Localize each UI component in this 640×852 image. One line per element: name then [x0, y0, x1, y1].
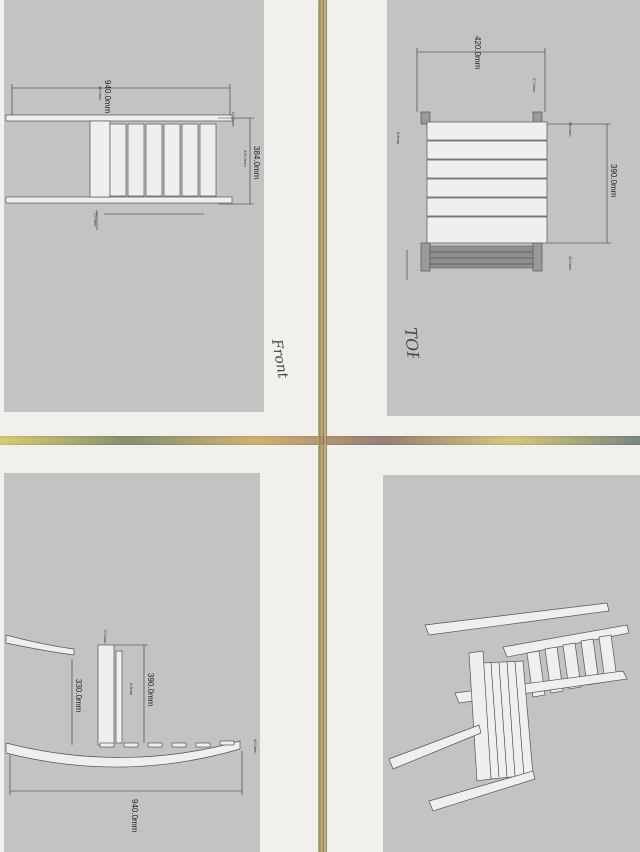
side-backrest: [115, 650, 123, 744]
persp-lower-rail-right: [428, 770, 536, 812]
seat-slat-6: [426, 216, 548, 244]
leg-bottom-right: [532, 242, 543, 272]
drawing-panel-front: 940.0mm 18.0mm 27.0mm 384.0mm 330.0mm 70…: [4, 0, 264, 412]
dim-label-420: 420.0mm: [473, 36, 482, 70]
rail-top: [5, 114, 233, 122]
top-curved-rail: [5, 634, 75, 656]
sheet-top-view: 420.0mm 27.0mm 68.0mm 6.8mm 390.0mm 40.0…: [327, 0, 640, 436]
dim-label-330: 330.0mm: [74, 679, 83, 713]
dim-label-70: 70.0mm: [93, 212, 98, 227]
slat-3: [145, 123, 163, 197]
persp-seat-line-2: [498, 662, 508, 778]
dim-label-40: 40.0mm: [253, 739, 258, 754]
slot-3: [147, 742, 163, 748]
leg-top-left: [420, 111, 431, 125]
front-view-drawing: 940.0mm 18.0mm 27.0mm 384.0mm 330.0mm 70…: [5, 80, 261, 230]
rail-bottom: [5, 196, 233, 204]
slat-4: [163, 123, 181, 197]
sheet-perspective-view: [327, 445, 640, 852]
persp-seat-line-4: [514, 661, 525, 777]
handwritten-front-text: Front: [268, 337, 291, 380]
dim-label-small-a: 18.0mm: [98, 86, 103, 101]
side-view-drawing: 330.0mm 390.0mm 70.0mm 6.8mm 40.0mm 940.…: [5, 629, 258, 833]
slot-1: [99, 742, 115, 748]
paint-seam-vertical: [318, 0, 327, 852]
sheet-front-view: 940.0mm 18.0mm 27.0mm 384.0mm 330.0mm 70…: [0, 0, 318, 436]
dim-label-68: 68.0mm: [568, 122, 573, 137]
dim-label-70: 70.0mm: [103, 629, 108, 644]
top-view-drawing: 420.0mm 27.0mm 68.0mm 6.8mm 390.0mm 40.0…: [396, 36, 618, 280]
seat-slat-1: [426, 121, 548, 141]
dim-label-940: 940.0mm: [103, 80, 112, 114]
persp-seat-line-3: [506, 661, 516, 777]
sheet-side-view: 330.0mm 390.0mm 70.0mm 6.8mm 40.0mm 940.…: [0, 445, 318, 852]
dim-label-6-8: 6.8mm: [396, 132, 401, 145]
bottom-curved-rail: [5, 740, 241, 768]
dim-label-390: 390.0mm: [609, 164, 618, 198]
persp-top-rail: [424, 602, 610, 636]
side-post: [97, 644, 115, 746]
front-post: [89, 120, 111, 198]
drawing-panel-perspective: [383, 475, 640, 852]
handwritten-top-note: TOP: [401, 327, 423, 358]
leg-bottom-left: [420, 242, 431, 272]
seat-slat-2: [426, 140, 548, 160]
persp-back-rail-top: [502, 624, 630, 658]
backrest-slats: [429, 245, 534, 269]
slot-2: [123, 742, 139, 748]
dim-label-384: 384.0mm: [252, 146, 261, 180]
seat-slat-5: [426, 197, 548, 217]
seat-slat-3: [426, 159, 548, 179]
slot-6: [219, 740, 235, 746]
seat-slat-4: [426, 178, 548, 198]
dim-label-6-8: 6.8mm: [129, 683, 134, 696]
dim-label-390: 390.0mm: [146, 673, 155, 707]
handwritten-top-text: TOP: [401, 327, 423, 358]
slat-2: [127, 123, 145, 197]
slat-6: [199, 123, 217, 197]
dim-label-940: 940.0mm: [130, 799, 139, 833]
slot-5: [195, 742, 211, 748]
dim-label-27: 27.0mm: [532, 78, 537, 93]
drawing-panel-side: 330.0mm 390.0mm 70.0mm 6.8mm 40.0mm 940.…: [4, 473, 260, 852]
handwritten-front-note: Front: [268, 337, 291, 380]
persp-seat-line-1: [490, 662, 500, 778]
persp-front-post: [468, 650, 492, 782]
slat-5: [181, 123, 199, 197]
slat-1: [109, 123, 127, 197]
persp-lower-rail-left: [388, 724, 482, 770]
dim-label-40: 40.0mm: [568, 256, 573, 271]
slot-4: [171, 742, 187, 748]
dim-label-small-b: 27.0mm: [231, 112, 236, 127]
perspective-drawing: [388, 602, 630, 812]
drawing-panel-top: 420.0mm 27.0mm 68.0mm 6.8mm 390.0mm 40.0…: [387, 0, 640, 416]
dim-label-330: 330.0mm: [243, 150, 248, 167]
